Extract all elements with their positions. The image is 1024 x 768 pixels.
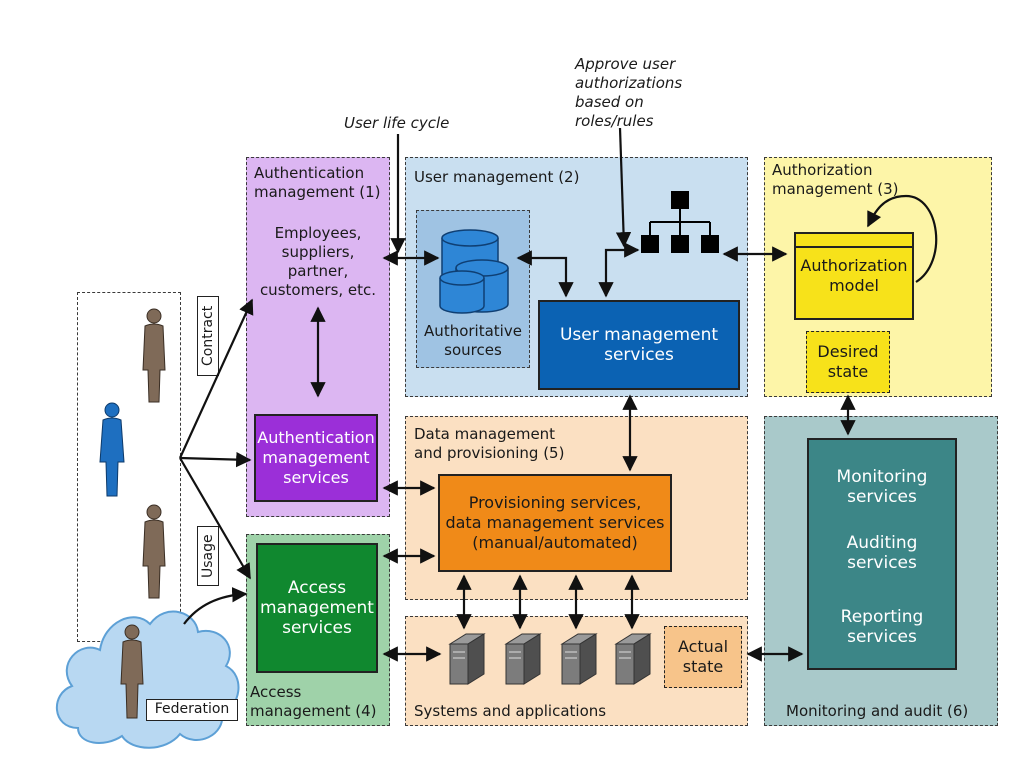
provisioning-services-box: Provisioning services, data management s…: [438, 474, 672, 572]
person-icon: [142, 504, 166, 599]
users-description: Employees, suppliers, partner, customers…: [259, 224, 377, 299]
monitoring-title: Monitoring and audit (6): [786, 702, 969, 720]
person-icon: [120, 624, 144, 719]
server-icon: [504, 633, 542, 685]
actual-state-box: Actual state: [664, 626, 742, 688]
authoritative-sources-label: Authoritative sources: [424, 322, 522, 359]
server-icon: [448, 633, 486, 685]
monitoring-services-label: Monitoring services: [836, 467, 928, 507]
person-icon: [99, 402, 125, 497]
server-icon: [560, 633, 598, 685]
user-management-title: User management (2): [414, 168, 580, 186]
auditing-services-label: Auditing services: [846, 533, 918, 573]
monitoring-services-panel: [807, 438, 957, 670]
authentication-services-box: Authentication management services: [254, 414, 378, 502]
authorization-title: Authorization management (3): [772, 161, 899, 198]
approve-authorizations-annotation: Approve user authorizations based on rol…: [575, 55, 683, 130]
user-management-services-box: User management services: [538, 300, 740, 390]
user-life-cycle-annotation: User life cycle: [344, 114, 450, 132]
hierarchy-icon: [641, 191, 719, 253]
access-services-box: Access management services: [256, 543, 378, 673]
systems-title: Systems and applications: [414, 702, 607, 720]
data-management-title: Data management and provisioning (5): [414, 425, 565, 462]
desired-state-box: Desired state: [806, 331, 890, 393]
federation-tag: Federation: [146, 699, 238, 721]
access-title: Access management (4): [250, 683, 377, 720]
server-icon: [614, 633, 652, 685]
authentication-title: Authentication management (1): [254, 164, 381, 201]
reporting-services-label: Reporting services: [840, 607, 924, 647]
database-icon: [439, 229, 509, 314]
connector-arrows: [178, 127, 938, 662]
authorization-model-tab: [794, 232, 914, 248]
person-icon: [142, 308, 166, 403]
